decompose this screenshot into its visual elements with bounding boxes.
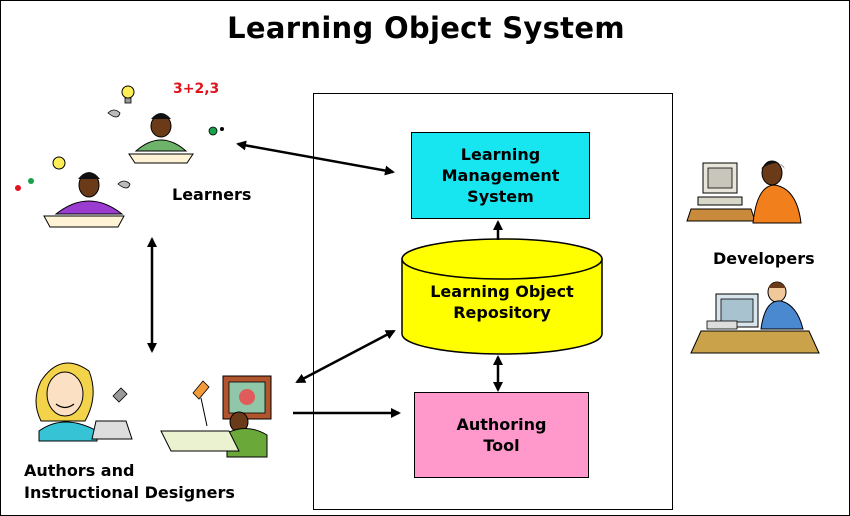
diagram-title: Learning Object System <box>227 11 625 45</box>
man-at-computer-desk-icon <box>690 281 820 354</box>
student-reading-with-ideas-icon: 3+2,3 <box>107 81 224 164</box>
lms-label-line-2: Management <box>441 166 560 185</box>
arrow-authors-repository <box>295 329 396 384</box>
repository-label-line-1: Learning Object <box>430 282 574 301</box>
authoring-label-line-2: Tool <box>483 436 520 455</box>
man-drawing-at-desk-icon <box>160 375 272 458</box>
lms-label-line-1: Learning <box>460 145 541 164</box>
repository-label: Learning Object Repository <box>402 281 602 323</box>
authoring-tool-box: Authoring Tool <box>414 392 589 478</box>
authoring-label-line-1: Authoring <box>456 415 547 434</box>
authors-label-line-1: Authors and <box>24 461 135 480</box>
learners-label: Learners <box>172 185 252 204</box>
smiling-woman-writing-icon <box>35 362 133 442</box>
repository-label-line-2: Repository <box>453 303 551 322</box>
arrow-learners-lms <box>236 140 395 176</box>
math-doodle-text: 3+2,3 <box>173 81 219 97</box>
lms-box: Learning Management System <box>411 132 590 219</box>
developers-label: Developers <box>713 249 815 268</box>
lms-label-line-3: System <box>467 187 534 206</box>
repository-cylinder <box>401 238 603 355</box>
student-reading-with-bulb-icon <box>15 156 131 228</box>
woman-at-computer-on-phone-icon <box>686 160 802 224</box>
authors-label-line-2: Instructional Designers <box>24 483 235 502</box>
